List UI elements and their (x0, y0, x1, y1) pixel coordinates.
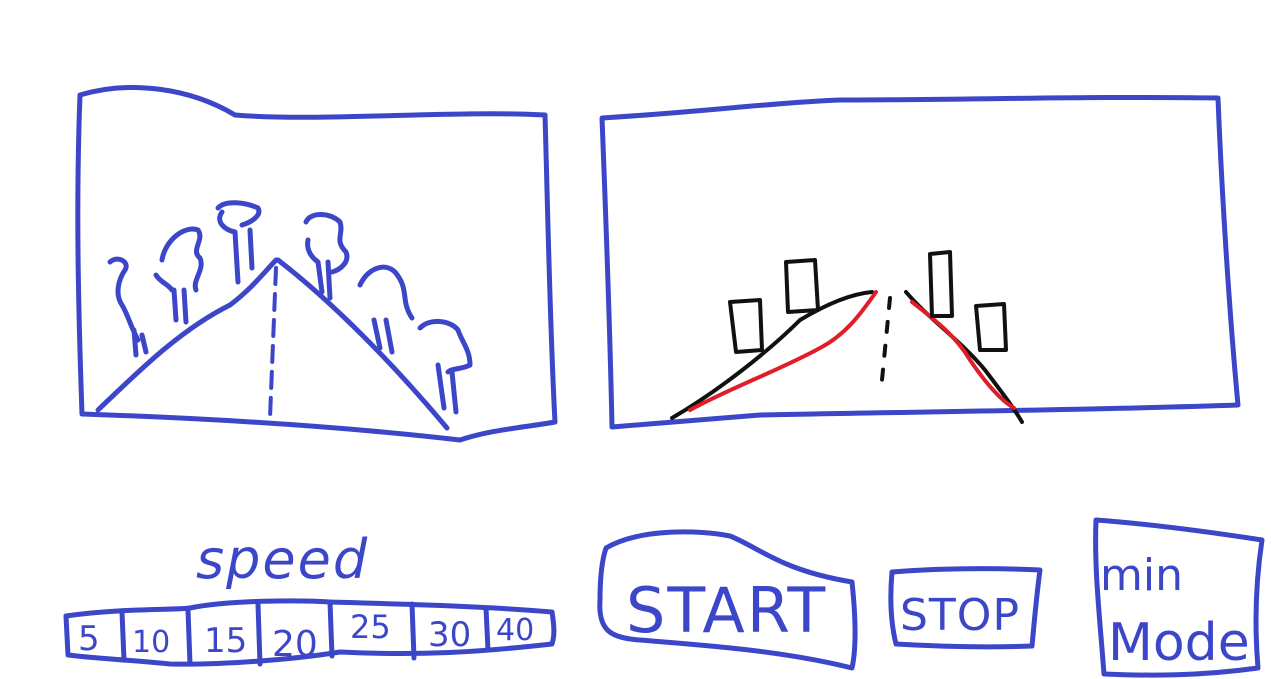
left-trees (107, 200, 473, 415)
speed-option-20[interactable]: 20 (272, 624, 318, 665)
speed-option-label: 5 (78, 619, 100, 659)
speed-option-label: 25 (350, 608, 391, 646)
speed-option-30[interactable]: 30 (428, 615, 471, 655)
min-mode-button[interactable]: min Mode (1093, 517, 1265, 678)
vehicle-box (928, 250, 954, 318)
speed-option-label: 30 (428, 615, 471, 655)
lane-center-line (880, 296, 892, 382)
speed-option-label: 15 (204, 621, 247, 661)
left-road-edge-right (275, 257, 450, 431)
speed-divider (119, 609, 127, 663)
right-view-panel (599, 94, 1241, 430)
left-road-edge-left (95, 257, 279, 413)
min-mode-label-line1: min (1100, 550, 1183, 601)
stop-button-label: STOP (900, 590, 1020, 641)
detected-lane-left (688, 290, 878, 412)
vehicle-box (974, 302, 1008, 352)
vehicle-box (784, 258, 820, 314)
start-button-label: START (626, 574, 827, 647)
speed-label: speed (196, 528, 369, 591)
vehicle-box (728, 298, 764, 354)
speed-option-10[interactable]: 10 (132, 625, 170, 660)
speed-divider (327, 599, 335, 659)
speed-option-15[interactable]: 15 (204, 621, 247, 661)
speed-bar-border (63, 598, 557, 667)
speed-divider (185, 607, 193, 667)
speed-option-5[interactable]: 5 (78, 619, 100, 659)
speed-option-label: 10 (132, 625, 170, 660)
speed-selector: speed 5 10 15 20 25 30 40 (63, 528, 557, 667)
detected-lane-right (910, 300, 1016, 410)
speed-option-label: 20 (272, 624, 318, 665)
stop-button-border (888, 566, 1043, 650)
tree-icon (357, 264, 415, 355)
speed-option-40[interactable]: 40 (496, 613, 534, 648)
start-button[interactable]: START (597, 529, 858, 671)
tree-icon (215, 200, 262, 285)
min-mode-button-border (1093, 517, 1265, 678)
tree-icon (153, 226, 204, 325)
right-panel-border (599, 94, 1241, 430)
speed-option-25[interactable]: 25 (350, 608, 391, 646)
left-panel-border (75, 85, 558, 443)
stop-button[interactable]: STOP (888, 566, 1043, 650)
tree-icon (107, 256, 149, 358)
speed-divider (409, 601, 417, 661)
min-mode-label-line2: Mode (1108, 613, 1250, 673)
speed-divider (483, 605, 491, 653)
left-view-panel (75, 85, 558, 443)
tree-icon (303, 212, 350, 301)
start-button-border (597, 529, 858, 671)
speed-option-label: 40 (496, 613, 534, 648)
tree-icon (417, 319, 473, 415)
left-road-center-line (268, 266, 278, 420)
lane-edge-left (670, 290, 874, 420)
speed-divider (255, 601, 263, 667)
